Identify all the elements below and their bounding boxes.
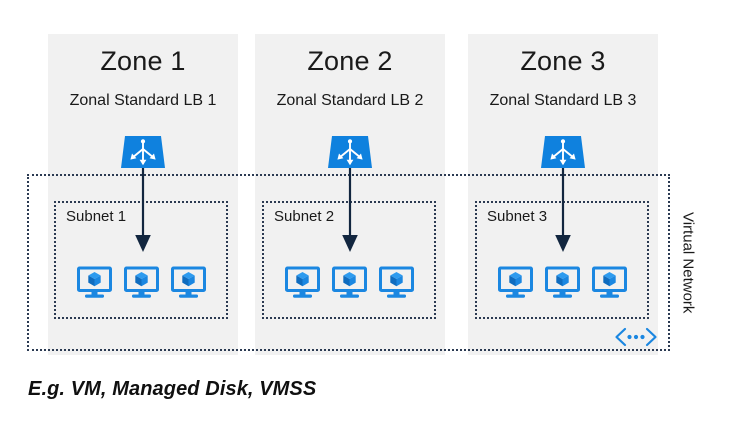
zone-subtitle: Zonal Standard LB 1 xyxy=(69,92,217,109)
vm-icon xyxy=(170,266,206,298)
load-balancer-icon xyxy=(328,136,372,168)
vm-row xyxy=(56,266,226,300)
vm-icon xyxy=(378,266,414,298)
vm-icon xyxy=(331,266,367,298)
load-balancer-icon xyxy=(541,136,585,168)
subnet-box-1: Subnet 1 xyxy=(54,201,228,319)
zone-subtitle: Zonal Standard LB 2 xyxy=(276,92,424,109)
subnet-label: Subnet 2 xyxy=(274,208,335,225)
vm-icon xyxy=(591,266,627,298)
vm-icon xyxy=(284,266,320,298)
lb-to-vm-connector xyxy=(135,168,151,252)
vm-row xyxy=(477,266,647,300)
zone-subtitle: Zonal Standard LB 3 xyxy=(489,92,637,109)
lb-to-vm-connector xyxy=(342,168,358,252)
lb-to-vm-connector xyxy=(555,168,571,252)
caption: E.g. VM, Managed Disk, VMSS xyxy=(28,378,317,400)
vm-icon xyxy=(76,266,112,298)
zone-title: Zone 3 xyxy=(520,46,606,76)
subnet-label: Subnet 3 xyxy=(487,208,548,225)
virtual-network-boundary xyxy=(27,174,670,351)
vm-row xyxy=(264,266,434,300)
virtual-network-label-text: Virtual Network xyxy=(679,211,697,314)
vm-icon xyxy=(497,266,533,298)
code-brackets-icon xyxy=(615,327,657,347)
virtual-network-label: Virtual Network xyxy=(676,174,700,351)
vm-icon xyxy=(544,266,580,298)
subnet-label: Subnet 1 xyxy=(66,208,127,225)
zone-title: Zone 1 xyxy=(100,46,186,76)
zone-title: Zone 2 xyxy=(307,46,393,76)
vm-icon xyxy=(123,266,159,298)
load-balancer-icon xyxy=(121,136,165,168)
